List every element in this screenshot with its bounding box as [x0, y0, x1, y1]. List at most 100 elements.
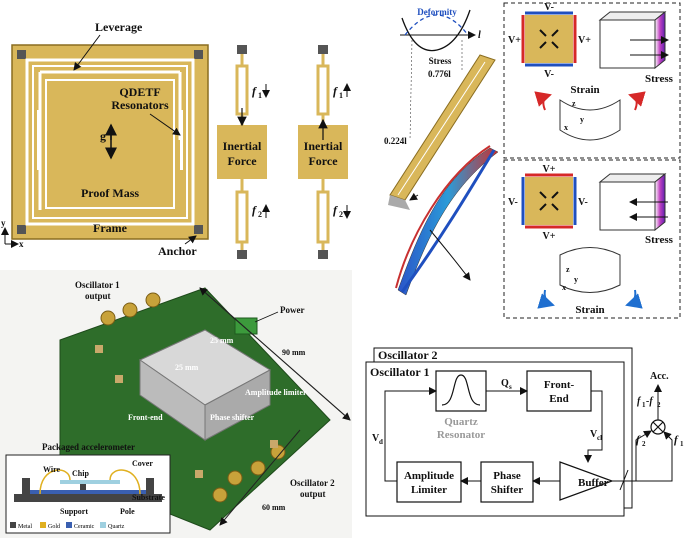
svg-text:y: y — [580, 115, 584, 124]
svg-text:Ceramic: Ceramic — [74, 524, 95, 530]
svg-text:f: f — [637, 396, 642, 407]
svg-text:2: 2 — [339, 210, 343, 219]
svg-text:l: l — [478, 30, 481, 41]
anchor-tl — [17, 50, 26, 59]
strain-cup-bottom — [559, 247, 621, 293]
svg-text:Stress: Stress — [645, 73, 674, 85]
svg-text:f: f — [674, 434, 679, 446]
svg-text:output: output — [85, 291, 111, 301]
anchor-label: Anchor — [158, 244, 197, 258]
svg-text:Resonator: Resonator — [437, 429, 485, 441]
svg-text:d: d — [379, 438, 383, 446]
leverage-label: Leverage — [95, 20, 143, 34]
svg-text:f: f — [252, 84, 257, 98]
qdetf-resonator-left — [37, 110, 40, 170]
qdetf-resonator-right — [180, 110, 183, 170]
stress-label: Stress — [429, 56, 452, 66]
svg-text:f: f — [333, 84, 338, 98]
inertial-block-1 — [217, 125, 267, 179]
svg-text:V: V — [590, 429, 598, 440]
svg-text:Limiter: Limiter — [411, 484, 447, 496]
svg-text:60 mm: 60 mm — [262, 503, 286, 512]
svg-text:1: 1 — [680, 440, 684, 448]
svg-text:f: f — [252, 203, 257, 217]
svg-text:Front-: Front- — [544, 379, 575, 391]
package-cross-section-inset: Wire Chip Cover Substrate Support Pole M… — [5, 454, 171, 534]
svg-text:Quartz: Quartz — [108, 524, 125, 530]
osc1-output-label: Oscillator 1 — [75, 280, 120, 290]
proof-mass-label: Proof Mass — [81, 186, 139, 200]
sma-connectors — [100, 292, 286, 503]
svg-text:y: y — [574, 275, 578, 284]
proof-mass — [45, 79, 175, 209]
svg-text:V-: V- — [578, 197, 588, 208]
svg-text:Amplitude: Amplitude — [404, 470, 454, 482]
svg-text:-f: -f — [646, 396, 654, 407]
svg-text:Stress: Stress — [645, 234, 674, 246]
strain-cup-top — [559, 99, 621, 141]
electrode-square-bottom — [525, 177, 573, 225]
panel-b-stress-boxes: V- V- V+ V+ Stress Strain z y x V+ V+ V-… — [503, 2, 681, 319]
svg-text:2: 2 — [642, 440, 646, 448]
svg-text:Inertial: Inertial — [304, 139, 343, 153]
svg-text:Amplitude limiter: Amplitude limiter — [245, 388, 307, 397]
panel-a-force-diagram-2: Inertial Force f 1 f 2 — [298, 45, 351, 259]
anchor-bl — [17, 225, 26, 234]
panel-b-beam: Deformity Stress l 0.776l 0.224l — [384, 7, 499, 296]
svg-text:Substrate: Substrate — [132, 493, 165, 502]
svg-text:1: 1 — [258, 91, 262, 100]
svg-text:s: s — [509, 383, 512, 391]
svg-text:Metal: Metal — [18, 524, 32, 530]
svg-text:1: 1 — [642, 401, 646, 409]
deformity-label: Deformity — [417, 7, 457, 17]
svg-text:V-: V- — [508, 197, 518, 208]
anchor-br — [194, 225, 203, 234]
deformed-beam-fem — [397, 147, 499, 296]
svg-text:Force: Force — [308, 154, 338, 168]
front-end-block — [526, 370, 592, 412]
svg-text:25 mm: 25 mm — [175, 363, 199, 372]
svg-text:x: x — [562, 283, 566, 292]
svg-text:Oscillator 1: Oscillator 1 — [370, 365, 429, 379]
svg-text:x: x — [564, 123, 568, 132]
svg-text:Cover: Cover — [132, 459, 153, 468]
svg-text:z: z — [572, 99, 576, 108]
svg-text:25 mm: 25 mm — [210, 336, 234, 345]
resonator-bottom-1 — [235, 190, 249, 244]
panel-c-pcb-photo: 90 mm 60 mm 25 mm 25 mm Oscillator 1 out… — [0, 270, 352, 538]
svg-text:Q: Q — [501, 378, 509, 389]
svg-text:Strain: Strain — [570, 84, 599, 96]
svg-text:2: 2 — [657, 401, 661, 409]
svg-text:V: V — [372, 433, 380, 444]
svg-text:Phase: Phase — [493, 470, 521, 482]
svg-text:Oscillator 2: Oscillator 2 — [378, 348, 437, 362]
qdetf-label-2: Resonators — [111, 98, 169, 112]
svg-text:End: End — [549, 393, 569, 405]
svg-text:cl: cl — [597, 434, 602, 442]
electrode-square-top — [525, 15, 573, 63]
svg-text:V+: V+ — [508, 35, 521, 46]
svg-text:z: z — [566, 265, 570, 274]
svg-text:V+: V+ — [578, 35, 591, 46]
svg-text:Quartz: Quartz — [444, 416, 478, 428]
anchor-tr — [194, 50, 203, 59]
panel-a-sensor-chip: Leverage QDETF Resonators g Proof Mass F… — [1, 20, 209, 258]
svg-text:Gold: Gold — [48, 524, 60, 530]
svg-text:Strain: Strain — [575, 304, 604, 316]
svg-text:f: f — [636, 434, 641, 446]
axis-y-label: y — [1, 218, 6, 228]
svg-text:Force: Force — [227, 154, 257, 168]
frame-ring — [25, 58, 195, 226]
axis-x-label: x — [19, 239, 24, 249]
amplitude-limiter-block — [396, 461, 462, 503]
panel-a-force-diagram-1: Inertial Force f 1 f 2 — [217, 45, 270, 259]
resonator-top-1 — [235, 64, 249, 116]
svg-text:V-: V- — [544, 69, 554, 80]
svg-text:V-: V- — [544, 2, 554, 13]
svg-text:V+: V+ — [543, 164, 556, 175]
svg-text:Acc.: Acc. — [650, 371, 669, 382]
qdetf-label-1: QDETF — [119, 85, 160, 99]
power-label: Power — [280, 305, 305, 315]
svg-text:Inertial: Inertial — [223, 139, 262, 153]
